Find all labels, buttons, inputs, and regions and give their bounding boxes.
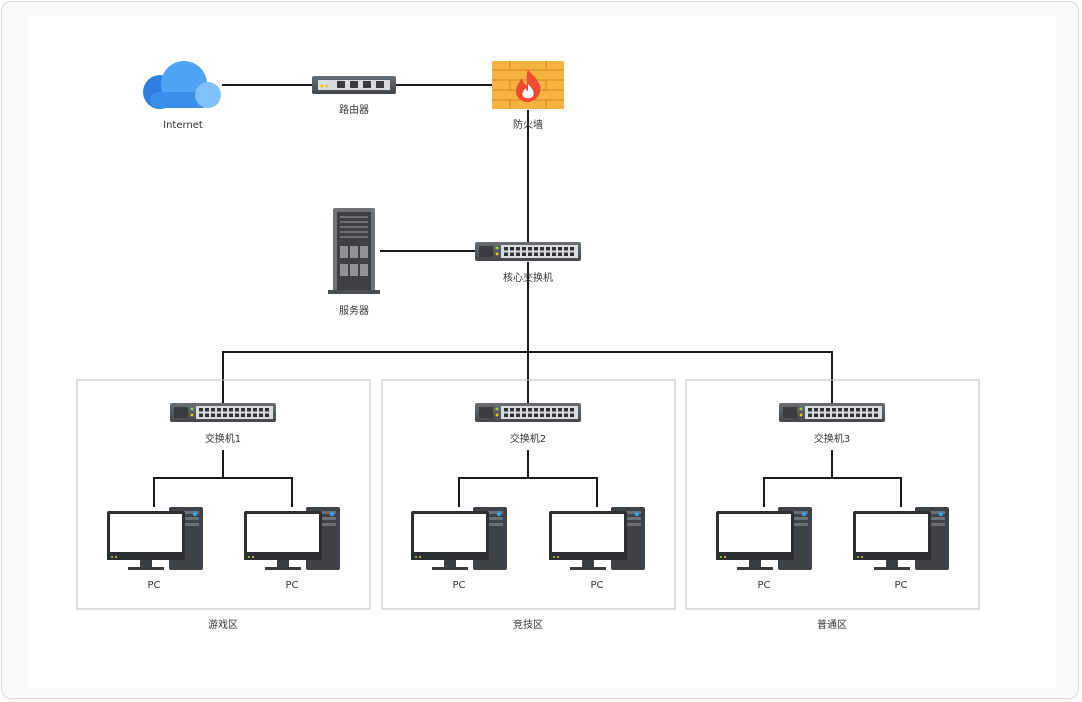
pc-label: PC — [147, 580, 160, 591]
link-switch1-pc2 — [223, 477, 293, 507]
router-icon — [312, 76, 396, 94]
zone-switch-1 — [170, 403, 276, 422]
pc-icon — [411, 507, 507, 570]
switch-icon — [475, 403, 581, 422]
server-icon — [328, 208, 380, 294]
link-switch3-pc2 — [832, 477, 902, 507]
link-switch2-pcs — [458, 450, 529, 507]
zone-box-competition — [381, 379, 676, 610]
pc-icon — [716, 507, 812, 570]
zone-box-normal — [685, 379, 980, 610]
router-label: 路由器 — [339, 103, 369, 116]
zone-box-game — [76, 379, 371, 610]
link-switch3-pcs — [763, 450, 833, 507]
link-switch2-pc2 — [528, 477, 598, 507]
pc-icon — [107, 507, 203, 570]
pc-label: PC — [590, 580, 603, 591]
link-switch1-pcs — [153, 450, 224, 507]
switch-icon — [170, 403, 276, 422]
pc-label: PC — [285, 580, 298, 591]
pc-icon — [549, 507, 645, 570]
connection-lines — [153, 84, 902, 507]
switch-icon — [779, 403, 885, 422]
zone-switch-3 — [779, 403, 885, 422]
server-label: 服务器 — [339, 304, 369, 317]
zone-label-competition: 竞技区 — [513, 618, 543, 631]
internet-label: Internet — [163, 120, 203, 131]
zone-switch-1-label: 交换机1 — [205, 432, 241, 445]
link-bus-switch1 — [222, 351, 833, 403]
zone-switch-3-label: 交换机3 — [814, 432, 850, 445]
switch-icon — [475, 242, 581, 261]
pc-label: PC — [894, 580, 907, 591]
zone-label-game: 游戏区 — [208, 618, 238, 631]
cloud-icon — [143, 61, 221, 109]
pc-label: PC — [757, 580, 770, 591]
zone-switch-2-label: 交换机2 — [510, 432, 546, 445]
pc-label: PC — [452, 580, 465, 591]
zone-switch-2 — [475, 403, 581, 422]
firewall-label: 防火墙 — [513, 118, 543, 131]
firewall-icon — [492, 61, 564, 109]
pc-icon — [244, 507, 340, 570]
core-switch-label: 核心交换机 — [503, 271, 553, 284]
pc-icon — [853, 507, 949, 570]
zone-label-normal: 普通区 — [817, 618, 847, 631]
